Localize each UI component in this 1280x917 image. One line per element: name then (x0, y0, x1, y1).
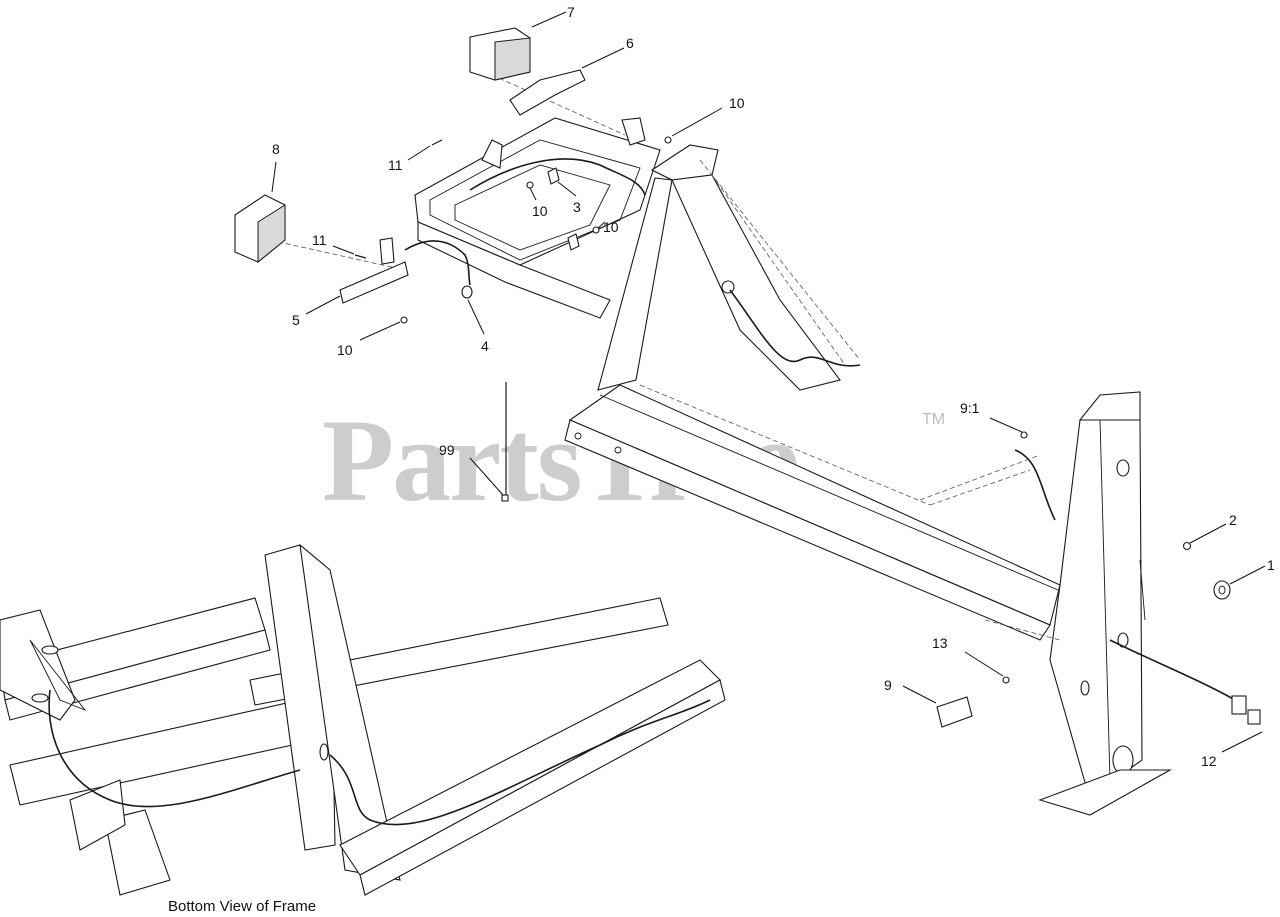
bottom-view-caption: Bottom View of Frame (168, 898, 316, 915)
callout-11-lower: 11 (312, 232, 355, 255)
callout-6: 6 (581, 35, 634, 69)
part-4-grommet (461, 285, 473, 299)
svg-text:9:1: 9:1 (960, 400, 980, 416)
callout-1: 1 (1229, 557, 1275, 585)
callout-11-upper: 11 (388, 145, 431, 173)
part-1-washer (1213, 580, 1231, 600)
watermark-trademark: TM (922, 411, 945, 428)
main-frame (269, 64, 1173, 816)
svg-text:1: 1 (1267, 557, 1275, 573)
part-13-fastener (1002, 676, 1010, 684)
svg-text:13: 13 (932, 635, 948, 651)
part-7-bracket (469, 27, 531, 81)
part-12-harness (1109, 639, 1261, 725)
part-99-cable-tie (501, 382, 509, 502)
svg-text:12: 12 (1201, 753, 1217, 769)
callouts: 7 6 10 8 11 10 3 10 (271, 4, 1275, 769)
callout-99: 99 (439, 442, 504, 496)
callout-12: 12 (1201, 731, 1263, 769)
part-3-clips (526, 167, 600, 251)
svg-text:7: 7 (567, 4, 575, 20)
part-5-plate (339, 237, 409, 304)
part-11-screws (354, 139, 443, 259)
callout-9: 9 (884, 677, 937, 704)
callout-8: 8 (271, 141, 280, 193)
callout-5: 5 (292, 295, 341, 328)
callout-4: 4 (467, 299, 489, 354)
part-2-nut (1182, 541, 1192, 551)
callout-10-center-left: 10 (529, 187, 548, 219)
callout-13: 13 (932, 635, 1004, 677)
svg-text:11: 11 (312, 232, 327, 248)
svg-text:10: 10 (603, 219, 619, 235)
part-10-nuts (400, 136, 1028, 439)
callout-9-1: 9:1 (960, 400, 1023, 433)
callout-2: 2 (1189, 512, 1237, 544)
svg-text:3: 3 (573, 199, 581, 215)
svg-text:2: 2 (1229, 512, 1237, 528)
svg-text:4: 4 (481, 338, 489, 354)
part-8-bracket (234, 194, 286, 264)
svg-text:10: 10 (532, 203, 548, 219)
svg-text:99: 99 (439, 442, 455, 458)
svg-text:10: 10 (729, 95, 745, 111)
callout-10-top: 10 (671, 95, 745, 137)
svg-text:11: 11 (388, 157, 403, 173)
callout-7: 7 (531, 4, 575, 28)
svg-text:9: 9 (884, 677, 892, 693)
callout-10-center-right: 10 (597, 219, 619, 235)
bottom-view-frame: Bottom View of Frame (0, 543, 726, 915)
callout-10-lower-left: 10 (337, 321, 401, 358)
svg-text:10: 10 (337, 342, 353, 358)
callout-3: 3 (557, 181, 581, 215)
part-9-block (936, 696, 973, 728)
svg-text:6: 6 (626, 35, 634, 51)
svg-text:5: 5 (292, 312, 300, 328)
svg-text:8: 8 (272, 141, 280, 157)
part-6-plate (509, 69, 586, 116)
